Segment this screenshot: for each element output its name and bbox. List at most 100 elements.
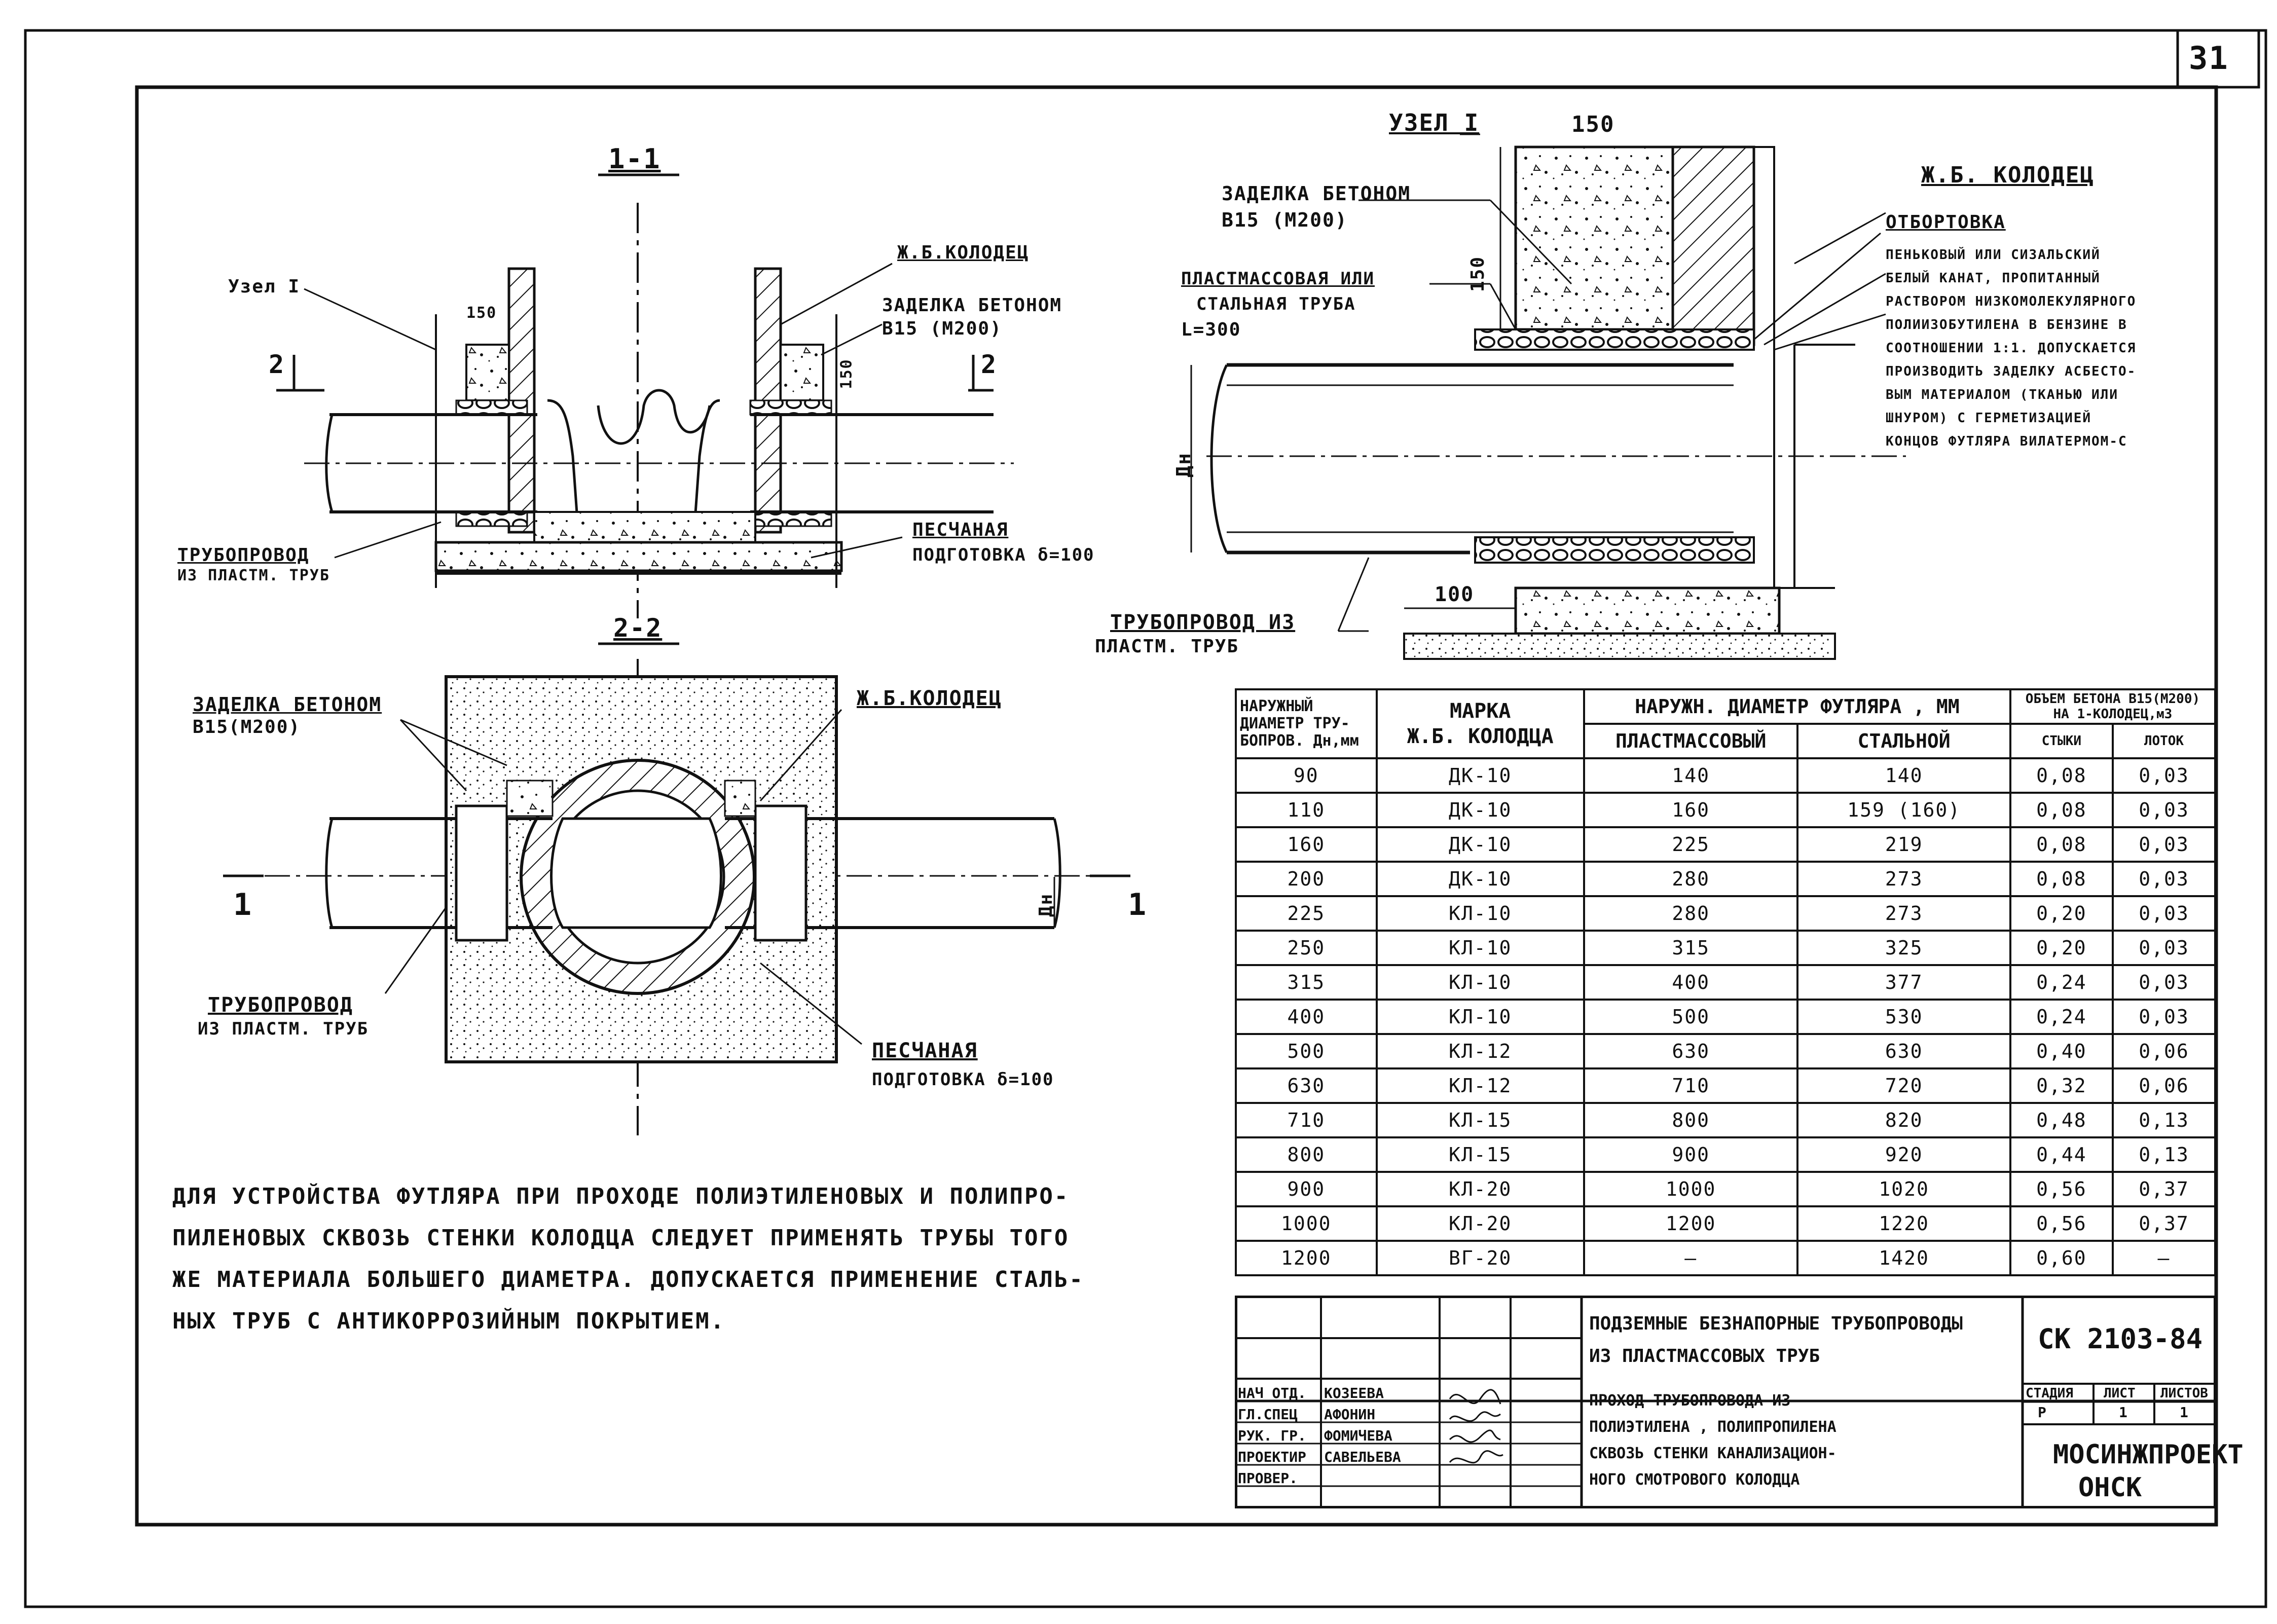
table-cell: 325 [1796, 930, 2011, 966]
note-line: ЖЕ МАТЕРИАЛА БОЛЬШЕГО ДИАМЕТРА. ДОПУСКАЕ… [172, 1267, 1084, 1293]
role: НАЧ ОТД. [1238, 1385, 1306, 1401]
table-cell: 0,56 [2009, 1205, 2114, 1242]
project-title: ПОДЗЕМНЫЕ БЕЗНАПОРНЫЕ ТРУБОПРОВОДЫ ИЗ ПЛ… [1589, 1308, 1963, 1373]
node-sealing-line1: ЗАДЕЛКА БЕТОНОМ [1222, 182, 1411, 205]
role: ГЛ.СПЕЦ [1238, 1406, 1298, 1423]
document-code: СК 2103-84 [2038, 1323, 2203, 1355]
table-cell: 0,44 [2009, 1136, 2114, 1173]
section-2-2-title: 2-2 [613, 613, 663, 643]
th-outer-diameter: НАРУЖНЫЙ ДИАМЕТР ТРУ- БОПРОВ. Дн,мм [1235, 688, 1378, 759]
role: РУК. ГР. [1238, 1427, 1306, 1444]
sheet-title: ПРОХОД ТРУБОПРОВОДА ИЗ ПОЛИЭТИЛЕНА , ПОЛ… [1589, 1388, 1837, 1493]
table-cell: — [1583, 1240, 1799, 1276]
table-cell: 0,37 [2111, 1205, 2217, 1242]
table-cell: 90 [1235, 757, 1378, 794]
th-line: НАРУЖНЫЙ [1240, 697, 1313, 715]
table-cell: 160 [1235, 826, 1378, 863]
table-cell: 315 [1583, 930, 1799, 966]
th-line: МАРКА [1450, 699, 1511, 723]
table-cell: 900 [1583, 1136, 1799, 1173]
table-cell: 225 [1583, 826, 1799, 863]
inner-frame [135, 85, 2218, 1527]
table-cell: 500 [1235, 1033, 1378, 1069]
rope-note-line: БЕЛЫЙ КАНАТ, ПРОПИТАННЫЙ [1886, 271, 2101, 286]
sheet-title-line: НОГО СМОТРОВОГО КОЛОДЦА [1589, 1471, 1800, 1489]
table-cell: 0,03 [2111, 964, 2217, 1001]
table-cell: 800 [1235, 1136, 1378, 1173]
node-pipeline-line2: ПЛАСТМ. ТРУБ [1095, 636, 1239, 657]
sand-label-2-2-line1: ПЕСЧАНАЯ [872, 1039, 978, 1062]
table-cell: 219 [1796, 826, 2011, 863]
stage-header: СТАДИЯ [2026, 1386, 2073, 1401]
table-cell: 0,03 [2111, 792, 2217, 828]
stamp-roles: НАЧ ОТД. ГЛ.СПЕЦ РУК. ГР. ПРОЕКТИР ПРОВЕ… [1238, 1383, 1306, 1489]
pipeline-label-1-1-line1: ТРУБОПРОВОД [177, 545, 310, 566]
table-cell: 159 (160) [1796, 792, 2011, 828]
sand-label-2-2-line2: ПОДГОТОВКА δ=100 [872, 1069, 1054, 1090]
table-cell: ВГ-20 [1375, 1240, 1585, 1276]
pipeline-label-2-2-line2: ИЗ ПЛАСТМ. ТРУБ [198, 1019, 369, 1039]
table-cell: 1420 [1796, 1240, 2011, 1276]
table-cell: 250 [1235, 930, 1378, 966]
sand-label-1-1-line2: ПОДГОТОВКА δ=100 [912, 545, 1095, 565]
signature-1 [1449, 1389, 1501, 1405]
table-cell: КЛ-12 [1375, 1033, 1585, 1069]
th-steel: СТАЛЬНОЙ [1796, 723, 2011, 759]
table-cell: 140 [1583, 757, 1799, 794]
table-cell: 920 [1796, 1136, 2011, 1173]
sheets-value: 1 [2180, 1404, 2188, 1421]
table-cell: 0,08 [2009, 861, 2114, 897]
table-cell: 1000 [1583, 1171, 1799, 1207]
table-cell: 0,24 [2009, 999, 2114, 1035]
outer-frame [24, 29, 2267, 1608]
table-cell: 1220 [1796, 1205, 2011, 1242]
page-number-box [2176, 29, 2260, 89]
dim-100: 100 [1435, 583, 1475, 606]
rope-note-line: ВЫМ МАТЕРИАЛОМ (ТКАНЬЮ ИЛИ [1886, 387, 2118, 402]
table-cell: 0,08 [2009, 826, 2114, 863]
name: ФОМИЧЕВА [1324, 1427, 1392, 1444]
table-cell: 0,03 [2111, 895, 2217, 932]
table-cell: КЛ-15 [1375, 1102, 1585, 1138]
table-cell: 0,13 [2111, 1136, 2217, 1173]
table-cell: КЛ-10 [1375, 999, 1585, 1035]
rope-note-line: СООТНОШЕНИИ 1:1. ДОПУСКАЕТСЯ [1886, 341, 2137, 356]
role: ПРОЕКТИР [1238, 1449, 1306, 1465]
note-line: ДЛЯ УСТРОЙСТВА ФУТЛЯРА ПРИ ПРОХОДЕ ПОЛИЭ… [172, 1184, 1070, 1209]
name: КОЗЕЕВА [1324, 1385, 1384, 1401]
table-cell: 400 [1583, 964, 1799, 1001]
table-cell: ДК-10 [1375, 757, 1585, 794]
table-cell: КЛ-10 [1375, 895, 1585, 932]
stamp-names: КОЗЕЕВА АФОНИН ФОМИЧЕВА САВЕЛЬЕВА [1324, 1383, 1401, 1468]
table-cell: 630 [1796, 1033, 2011, 1069]
table-cell: 710 [1583, 1067, 1799, 1104]
table-cell: КЛ-10 [1375, 930, 1585, 966]
table-cell: 1020 [1796, 1171, 2011, 1207]
th-joints: СТЫКИ [2009, 723, 2114, 759]
rope-note-line: ПРОИЗВОДИТЬ ЗАДЕЛКУ АСБЕСТО- [1886, 364, 2137, 379]
th-line: ОБЪЕМ БЕТОНА В15(М200) [2025, 691, 2200, 707]
name: АФОНИН [1324, 1406, 1376, 1423]
rope-note-line: КОНЦОВ ФУТЛЯРА ВИЛАТЕРМОМ-С [1886, 434, 2127, 449]
table-cell: 280 [1583, 895, 1799, 932]
pipeline-label-1-1-line2: ИЗ ПЛАСТМ. ТРУБ [177, 567, 330, 584]
table-cell: 0,03 [2111, 757, 2217, 794]
cut-mark-2-left: 2 [269, 350, 285, 379]
sheets-header: ЛИСТОВ [2160, 1386, 2208, 1401]
table-cell: 0,03 [2111, 930, 2217, 966]
table-cell: 0,56 [2009, 1171, 2114, 1207]
cut-mark-2-right: 2 [981, 350, 998, 379]
table-cell: 500 [1583, 999, 1799, 1035]
note-line: НЫХ ТРУБ С АНТИКОРРОЗИЙНЫМ ПОКРЫТИЕМ. [172, 1308, 726, 1334]
signature-4 [1449, 1450, 1503, 1464]
rope-note-line: ШНУРОМ) С ГЕРМЕТИЗАЦИЕЙ [1886, 411, 2092, 426]
stage-value: Р [2038, 1404, 2046, 1421]
org-name: МОСИНЖПРОЕКТ [2053, 1440, 2244, 1470]
cut-mark-1-left: 1 [233, 887, 253, 922]
